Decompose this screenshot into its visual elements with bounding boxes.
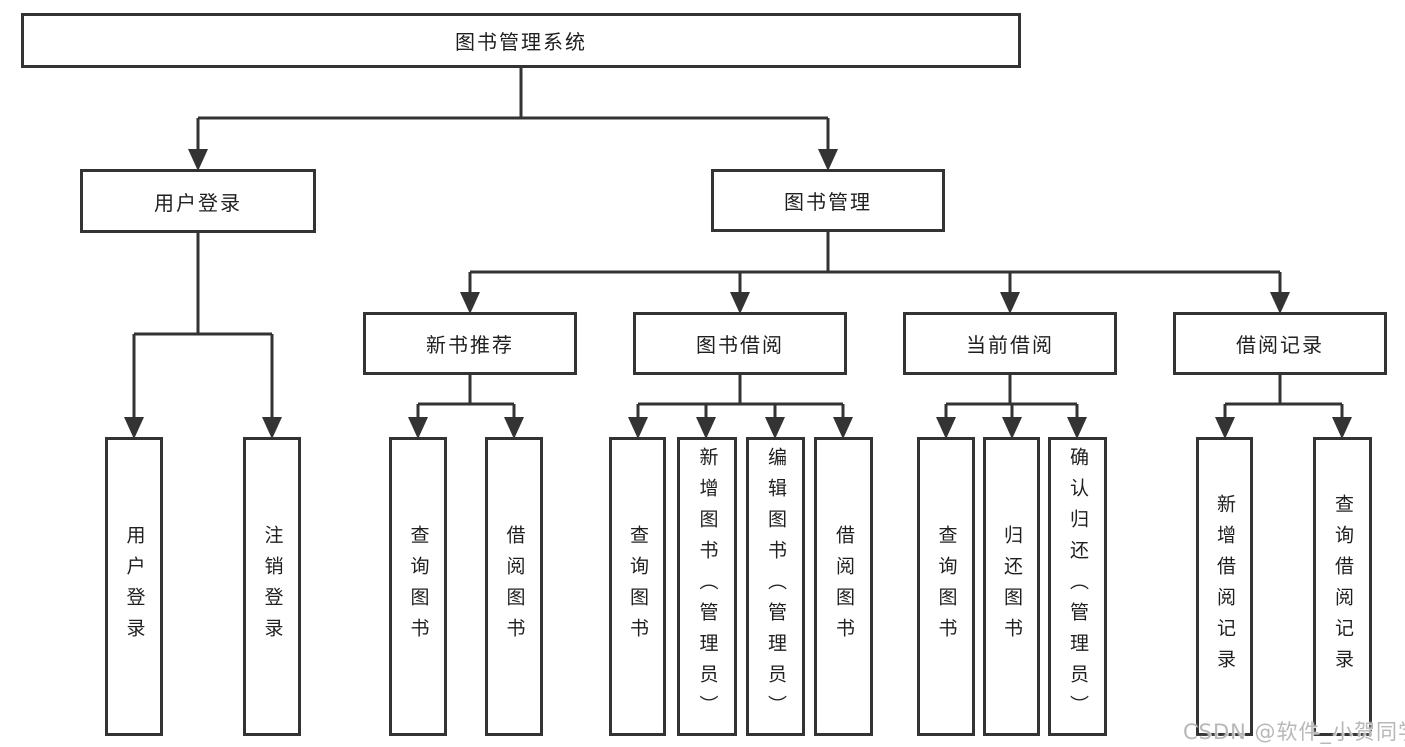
leaf-current-query-books: 查询图书 — [917, 437, 975, 736]
node-book-borrowing: 图书借阅 — [633, 312, 847, 375]
leaf-user-login: 用户登录 — [105, 437, 163, 736]
node-label: 查询图书 — [407, 524, 430, 649]
node-book-management: 图书管理 — [711, 169, 945, 232]
node-borrowing-records: 借阅记录 — [1173, 312, 1387, 375]
node-label: 图书管理 — [784, 190, 872, 214]
node-label: 查询图书 — [627, 524, 649, 649]
node-label: 查询图书 — [935, 524, 958, 649]
node-label: 借阅图书 — [503, 524, 526, 649]
leaf-logout: 注销登录 — [243, 437, 301, 736]
leaf-borrowing-borrow-books: 借阅图书 — [814, 437, 873, 736]
leaf-borrowing-edit-books-admin: 编辑图书（管理员） — [746, 437, 805, 736]
leaf-recommend-query-books: 查询图书 — [389, 437, 447, 736]
leaf-records-add-borrow-record: 新增借阅记录 — [1196, 437, 1253, 736]
leaf-current-confirm-return-admin: 确认归还（管理员） — [1048, 437, 1107, 736]
connector-shafts — [132, 68, 1344, 417]
node-label: 用户登录 — [154, 190, 242, 215]
node-label: 注销登录 — [261, 524, 284, 649]
csdn-watermark: CSDN @软件_小贺同学 — [1183, 720, 1405, 744]
node-label: 借阅图书 — [833, 524, 855, 649]
node-label: 借阅记录 — [1236, 333, 1324, 357]
leaf-borrowing-add-books-admin: 新增图书（管理员） — [677, 437, 737, 736]
node-label: 图书借阅 — [696, 333, 784, 357]
node-user-login: 用户登录 — [80, 169, 316, 233]
node-label: 图书管理系统 — [455, 30, 587, 54]
node-label: 用户登录 — [123, 524, 146, 649]
arrowheads — [124, 149, 1352, 439]
node-label: 编辑图书（管理员） — [765, 447, 787, 726]
node-new-book-recommend: 新书推荐 — [363, 312, 577, 375]
node-label: 查询借阅记录 — [1332, 493, 1354, 680]
node-label: 归还图书 — [1001, 524, 1023, 649]
node-label: 新增图书（管理员） — [696, 447, 719, 726]
leaf-borrowing-query-books: 查询图书 — [609, 437, 666, 736]
leaf-current-return-books: 归还图书 — [983, 437, 1040, 736]
node-library-management-system: 图书管理系统 — [21, 13, 1021, 68]
leaf-recommend-borrow-books: 借阅图书 — [485, 437, 543, 736]
node-label: 确认归还（管理员） — [1067, 447, 1089, 726]
node-label: 当前借阅 — [966, 333, 1054, 357]
leaf-records-query-borrow-record: 查询借阅记录 — [1313, 437, 1372, 736]
node-label: 新增借阅记录 — [1214, 493, 1236, 680]
node-label: 新书推荐 — [426, 333, 514, 357]
node-current-borrowing: 当前借阅 — [903, 312, 1117, 375]
